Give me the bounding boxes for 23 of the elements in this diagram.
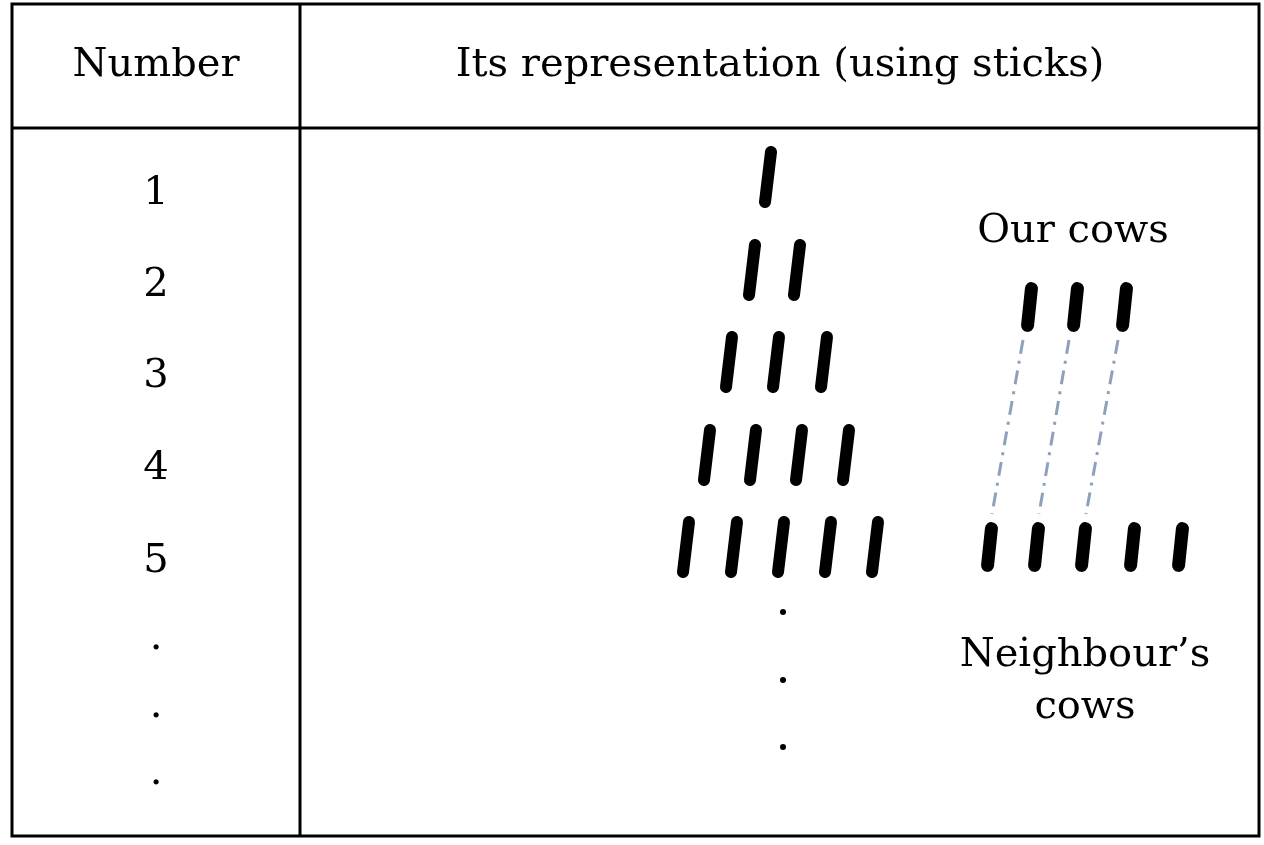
ellipsis-dot: . (148, 611, 164, 660)
ellipsis-dot: . (148, 746, 164, 795)
number-label: 2 (142, 258, 170, 307)
tally-stick (1066, 281, 1085, 333)
ellipsis-dot: . (148, 679, 164, 728)
column-header: Its representation (using sticks) (454, 38, 1106, 87)
tally-stick (1027, 521, 1046, 573)
dashed-connector (990, 339, 1025, 515)
dashed-connector (1037, 339, 1071, 515)
number-label: 5 (142, 534, 170, 583)
tally-stick (980, 521, 999, 573)
dashed-connector (1084, 339, 1120, 515)
number-label: 1 (142, 166, 170, 215)
group-label: Our cows (976, 204, 1170, 253)
tally-stick (1123, 521, 1142, 573)
tally-stick (1020, 281, 1039, 333)
tally-stick (1074, 521, 1093, 573)
number-label: 4 (142, 441, 170, 490)
number-label: 3 (142, 349, 170, 398)
column-header: Number (71, 38, 241, 87)
tally-stick (1115, 281, 1134, 333)
tally-stick (1171, 521, 1190, 573)
group-label: Neighbour’s cows (958, 628, 1212, 729)
